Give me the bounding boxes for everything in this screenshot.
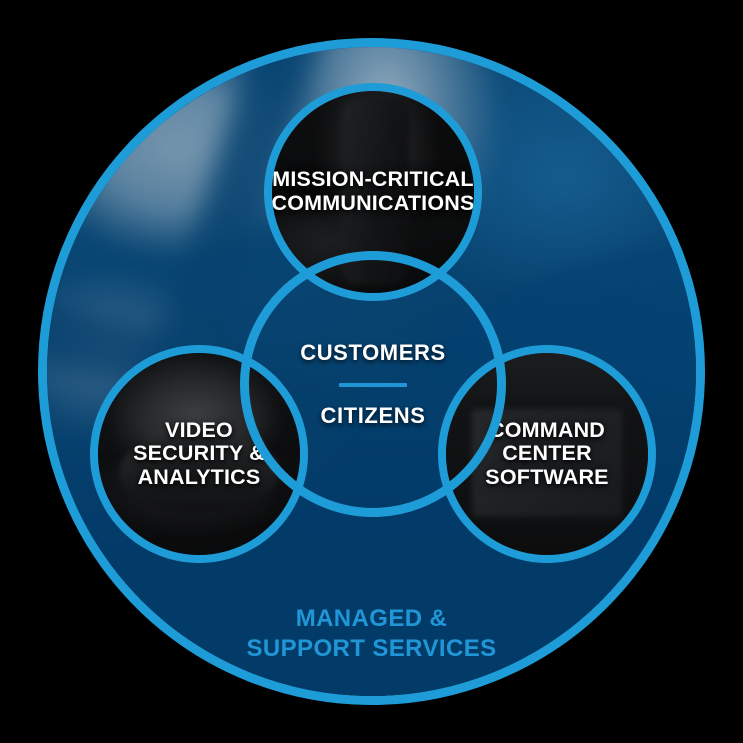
node-left-label-line-1: VIDEO [165,417,233,442]
node-left-label: VIDEO SECURITY & ANALYTICS [127,417,271,490]
dispatch-monitors-photo [446,353,648,555]
center-label-citizens: CITIZENS [320,402,426,428]
node-right-label-line-1: COMMAND [488,417,606,442]
node-right-label-line-3: SOFTWARE [485,464,609,489]
node-mission-critical-communications[interactable]: MISSION-CRITICAL COMMUNICATIONS [264,83,482,301]
node-top-label-line-2: COMMUNICATIONS [271,191,475,215]
node-left-label-line-3: ANALYTICS [137,464,261,489]
node-right-label-line-2: CENTER [502,441,592,466]
center-label-customers: CUSTOMERS [300,339,446,365]
node-top-label: MISSION-CRITICAL COMMUNICATIONS [271,167,475,215]
node-top-label-line-1: MISSION-CRITICAL [272,167,474,192]
center-divider [339,382,407,387]
node-customers-citizens[interactable]: CUSTOMERS CITIZENS [240,251,506,517]
node-right-label: COMMAND CENTER SOFTWARE [479,417,614,490]
node-command-center-software[interactable]: COMMAND CENTER SOFTWARE [438,345,656,563]
node-left-label-line-2: SECURITY & [133,441,265,466]
